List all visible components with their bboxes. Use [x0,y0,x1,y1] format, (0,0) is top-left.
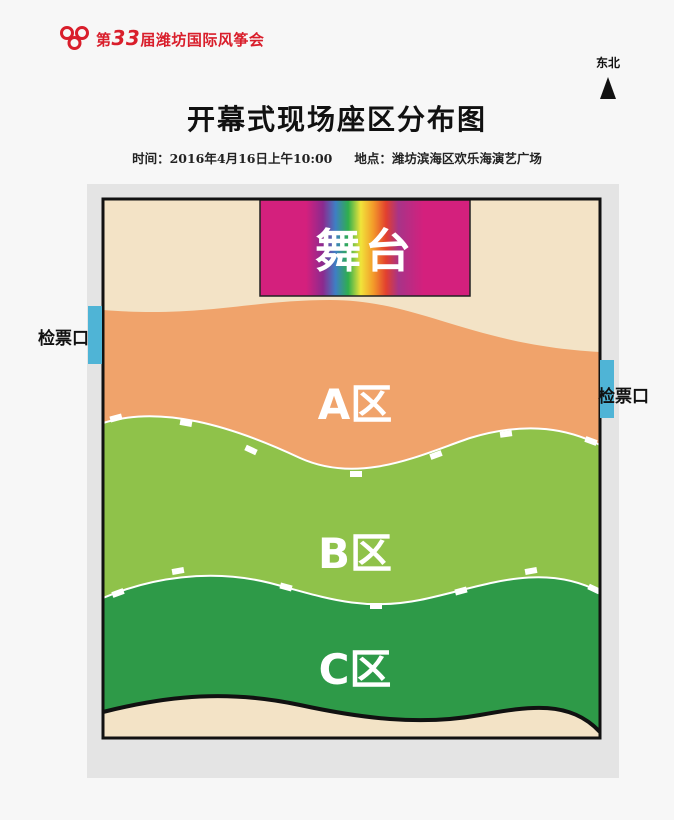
logo-number: 33 [111,26,141,50]
event-info: 时间：2016年4月16日上午10:00 地点：潍坊滨海区欢乐海演艺广场 [0,148,674,167]
zone-bc-divider [103,574,600,606]
zone-ab-divider [103,415,600,470]
logo-prefix: 第 [96,31,112,49]
zone-a-label: A区 [317,380,393,429]
north-indicator: 东北 [588,54,628,99]
gate-left-label: 检票口 [38,329,89,349]
venue-border [101,197,602,740]
rear-boundary-line [103,694,600,734]
gate-left-marker [88,306,102,364]
stage-label: 舞台 [315,224,415,278]
logo-suffix: 届潍坊国际风筝会 [140,31,265,49]
festival-logo: 第33届潍坊国际风筝会 [58,20,264,56]
zone-b-label: B区 [317,529,392,578]
kite-logo-icon [60,26,89,50]
north-arrow-icon [600,77,616,99]
gate-right-marker [600,360,614,418]
event-place: 地点：潍坊滨海区欢乐海演艺广场 [354,151,542,166]
page-title: 开幕式现场座区分布图 [186,103,487,136]
gate-right-label: 检票口 [598,387,649,407]
event-time: 时间：2016年4月16日上午10:00 [132,151,333,166]
divider-markers [109,413,600,609]
north-label: 东北 [595,56,620,70]
zone-c-label: C区 [318,645,392,694]
stage-area [259,199,471,297]
logo-text: 第33届潍坊国际风筝会 [96,26,264,50]
rear-sand [103,696,600,738]
